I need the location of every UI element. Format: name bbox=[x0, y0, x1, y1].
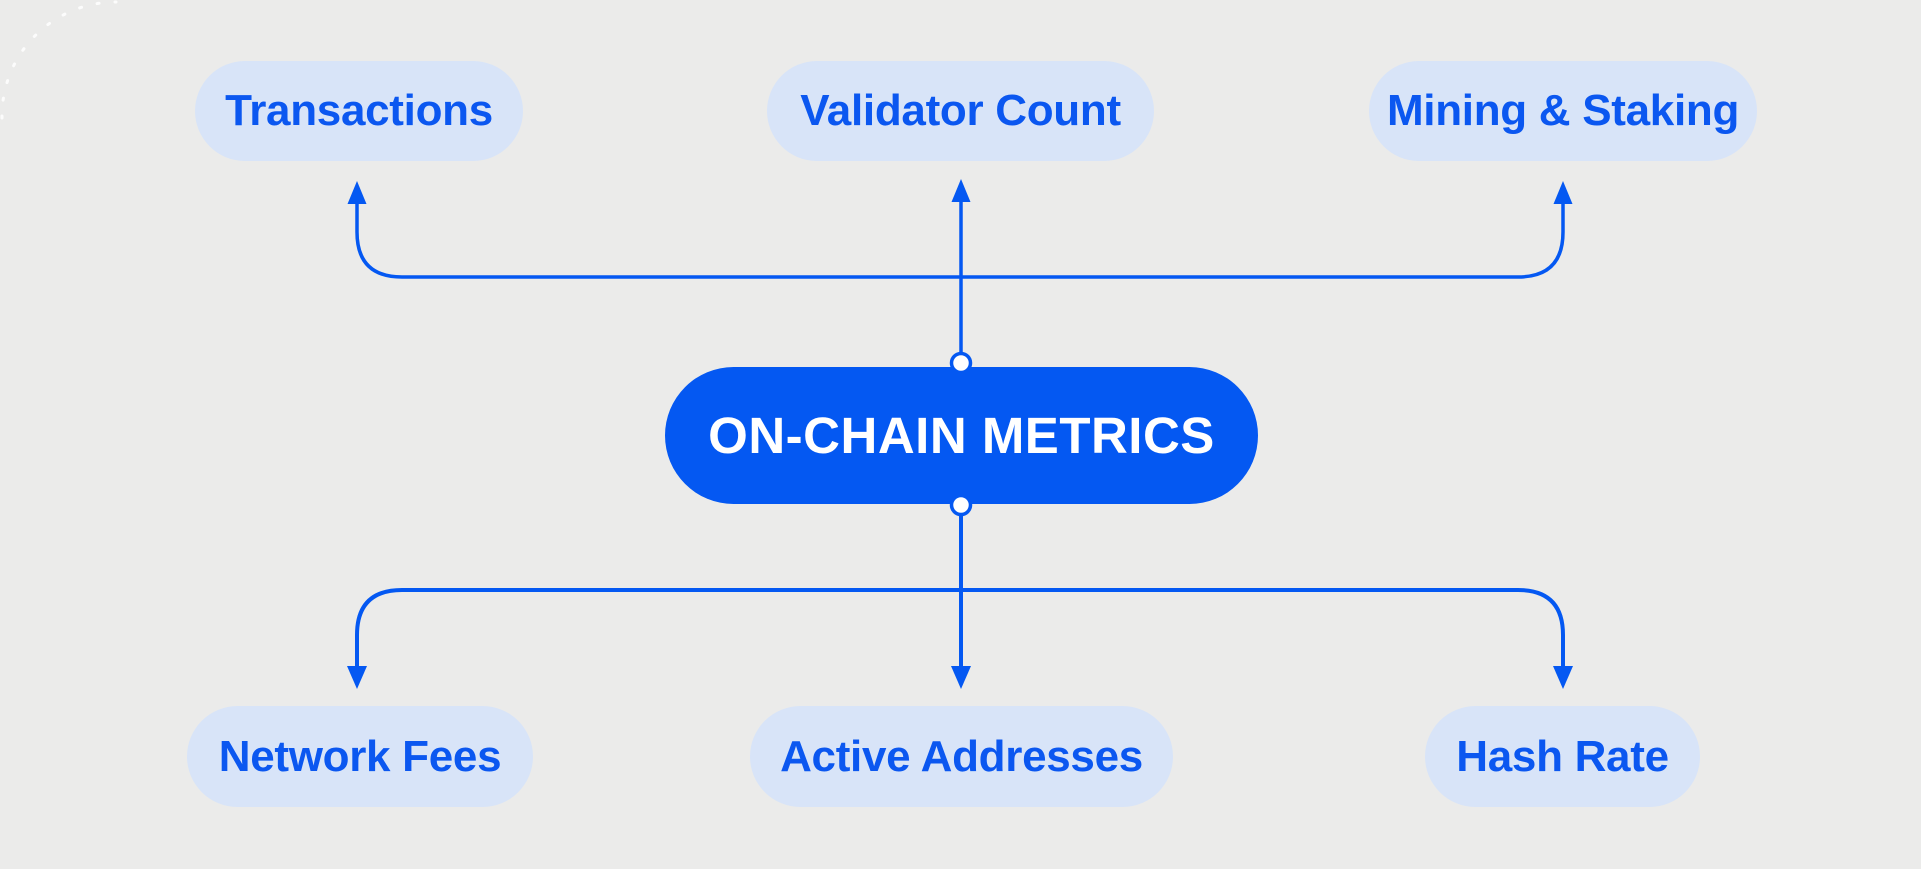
node-label: Active Addresses bbox=[780, 731, 1143, 781]
arrow-up-icon bbox=[951, 179, 971, 202]
node-label: Network Fees bbox=[218, 731, 502, 781]
node-active-addresses: Active Addresses bbox=[750, 706, 1173, 807]
node-transactions: Transactions bbox=[195, 61, 523, 161]
arrow-up-icon bbox=[347, 181, 367, 204]
center-node-label: ON-CHAIN METRICS bbox=[708, 407, 1215, 464]
node-network-fees: Network Fees bbox=[187, 706, 533, 807]
node-label: Mining & Staking bbox=[1386, 86, 1740, 135]
node-label: Transactions bbox=[225, 86, 493, 135]
node-label: Validator Count bbox=[800, 86, 1121, 135]
node-on-chain-metrics: ON-CHAIN METRICS bbox=[665, 367, 1258, 504]
corner-artifact bbox=[0, 0, 118, 120]
bottom-connector-line bbox=[355, 588, 1565, 670]
arrow-down-icon bbox=[951, 666, 971, 689]
top-connector-line bbox=[355, 200, 1565, 279]
arrow-down-icon bbox=[347, 666, 367, 689]
node-hash-rate: Hash Rate bbox=[1425, 706, 1700, 807]
node-validator-count: Validator Count bbox=[767, 61, 1154, 161]
arrow-down-icon bbox=[1553, 666, 1573, 689]
node-label: Hash Rate bbox=[1456, 731, 1669, 781]
node-mining-staking: Mining & Staking bbox=[1369, 61, 1757, 161]
arrow-up-icon bbox=[1553, 181, 1573, 204]
